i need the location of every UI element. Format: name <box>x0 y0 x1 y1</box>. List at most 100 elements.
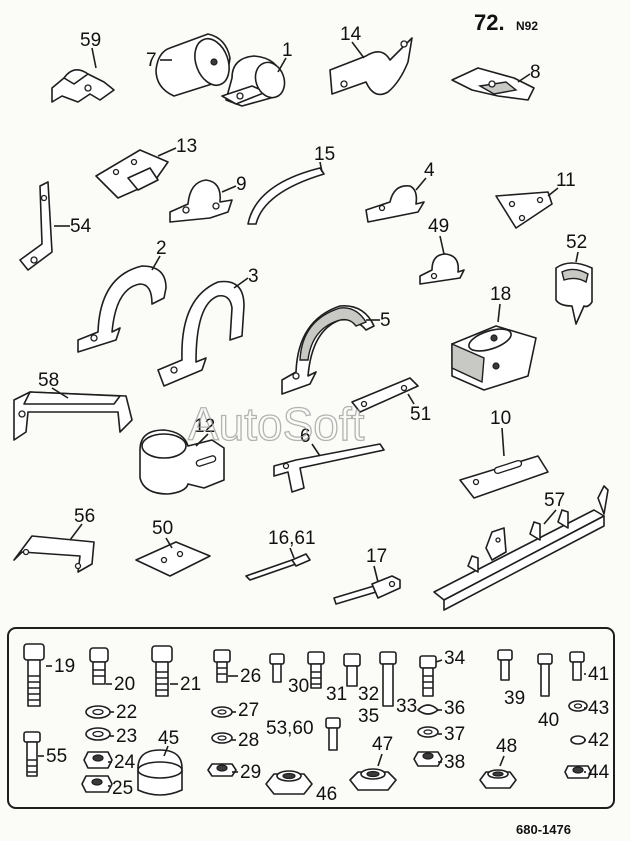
label-15: 15 <box>314 144 335 165</box>
label-5: 5 <box>380 310 391 331</box>
fastener-23-washer[interactable] <box>85 727 111 741</box>
label-22: 22 <box>116 702 137 723</box>
part-12-clamp[interactable] <box>139 429 225 495</box>
part-6-strip[interactable] <box>273 443 385 493</box>
label-13: 13 <box>176 136 197 157</box>
fastener-42-washer[interactable] <box>570 735 586 745</box>
fastener-38-nut[interactable] <box>413 751 443 767</box>
part-52-sleeve[interactable] <box>555 262 593 325</box>
fastener-48-nut[interactable] <box>479 769 517 789</box>
fastener-36-washer[interactable] <box>417 704 439 715</box>
part-13-plate[interactable] <box>95 149 169 199</box>
label-40: 40 <box>538 710 559 731</box>
label-30: 30 <box>288 676 309 697</box>
fastener-22-washer[interactable] <box>85 705 111 719</box>
part-54-bracket[interactable] <box>19 181 53 271</box>
label-47: 47 <box>372 734 393 755</box>
label-42: 42 <box>588 730 609 751</box>
fastener-box <box>7 627 615 809</box>
label-56: 56 <box>74 506 95 527</box>
fastener-43-washer[interactable] <box>568 700 588 712</box>
fastener-25-nut[interactable] <box>81 775 113 793</box>
part-4-clip[interactable] <box>365 185 425 223</box>
label-50: 50 <box>152 518 173 539</box>
part-14-bracket[interactable] <box>329 37 413 96</box>
label-48: 48 <box>496 736 517 757</box>
part-56-bracket[interactable] <box>13 535 95 573</box>
label-55: 55 <box>46 746 67 767</box>
fastener-46-nut[interactable] <box>265 770 313 795</box>
fastener-20-bolt[interactable] <box>89 647 109 685</box>
part-10-plate[interactable] <box>459 455 549 499</box>
drawing-code: 680-1476 <box>516 822 571 837</box>
label-32: 32 <box>358 684 379 705</box>
fastener-34-bolt[interactable] <box>419 655 437 697</box>
fastener-40-bolt[interactable] <box>537 653 553 697</box>
fastener-30-bolt[interactable] <box>269 653 285 683</box>
label-18: 18 <box>490 284 511 305</box>
part-16-61-pin[interactable] <box>245 553 311 581</box>
label-51: 51 <box>410 404 431 425</box>
fastener-32-bolt[interactable] <box>343 653 361 687</box>
part-8-plate[interactable] <box>451 67 535 101</box>
label-45: 45 <box>158 728 179 749</box>
part-59-clip[interactable] <box>51 69 115 103</box>
fastener-29-nut[interactable] <box>207 763 237 777</box>
part-2-clamp[interactable] <box>77 265 167 353</box>
label-23: 23 <box>116 726 137 747</box>
label-35: 35 <box>358 706 379 727</box>
part-17-bolt[interactable] <box>333 575 401 605</box>
label-28: 28 <box>238 730 259 751</box>
part-51-strip[interactable] <box>351 377 419 413</box>
part-49-clip[interactable] <box>419 253 465 285</box>
part-7-bushing[interactable] <box>155 33 235 97</box>
label-24: 24 <box>114 752 136 773</box>
fastener-35-bolt[interactable] <box>379 651 397 707</box>
fastener-21-bolt[interactable] <box>151 645 173 697</box>
fastener-26-bolt[interactable] <box>213 649 231 683</box>
label-27: 27 <box>238 700 259 721</box>
fastener-45-cap[interactable] <box>137 749 183 796</box>
label-25: 25 <box>112 778 133 799</box>
part-57-rail[interactable] <box>433 485 609 611</box>
part-5-clamp[interactable] <box>281 305 375 395</box>
part-58-bracket[interactable] <box>13 391 133 441</box>
fastener-39-bolt[interactable] <box>497 649 513 681</box>
part-11-plate[interactable] <box>495 191 553 229</box>
label-19: 19 <box>54 656 75 677</box>
label-9: 9 <box>236 174 247 195</box>
fastener-53-60-bolt[interactable] <box>325 717 341 751</box>
fastener-44-nut[interactable] <box>564 765 592 779</box>
fastener-28-washer[interactable] <box>211 732 233 744</box>
part-15-strap[interactable] <box>247 167 325 225</box>
part-3-clamp[interactable] <box>157 280 245 387</box>
fastener-19-bolt[interactable] <box>23 643 45 707</box>
label-36: 36 <box>444 698 465 719</box>
fastener-31-bolt[interactable] <box>307 651 325 689</box>
label-43: 43 <box>588 698 609 719</box>
label-7: 7 <box>146 50 157 71</box>
label-2: 2 <box>156 238 167 259</box>
fastener-55-bolt[interactable] <box>23 731 41 777</box>
part-9-clip[interactable] <box>169 179 233 223</box>
part-1-clamp[interactable] <box>221 55 289 107</box>
label-14: 14 <box>340 24 362 45</box>
part-18-block[interactable] <box>451 325 537 391</box>
part-50-plate[interactable] <box>135 541 211 577</box>
fastener-24-nut[interactable] <box>83 751 113 769</box>
label-29: 29 <box>240 762 261 783</box>
label-57: 57 <box>544 490 565 511</box>
fastener-47-nut[interactable] <box>349 768 397 791</box>
label-39: 39 <box>504 688 525 709</box>
watermark: AutoSoft <box>188 398 365 450</box>
label-33: 33 <box>396 696 417 717</box>
label-16-61: 16,61 <box>268 528 316 549</box>
fastener-41-bolt[interactable] <box>569 651 585 681</box>
fastener-27-washer[interactable] <box>211 706 233 718</box>
fastener-37-washer[interactable] <box>417 726 439 738</box>
label-52: 52 <box>566 232 587 253</box>
label-37: 37 <box>444 724 465 745</box>
label-3: 3 <box>248 266 259 287</box>
